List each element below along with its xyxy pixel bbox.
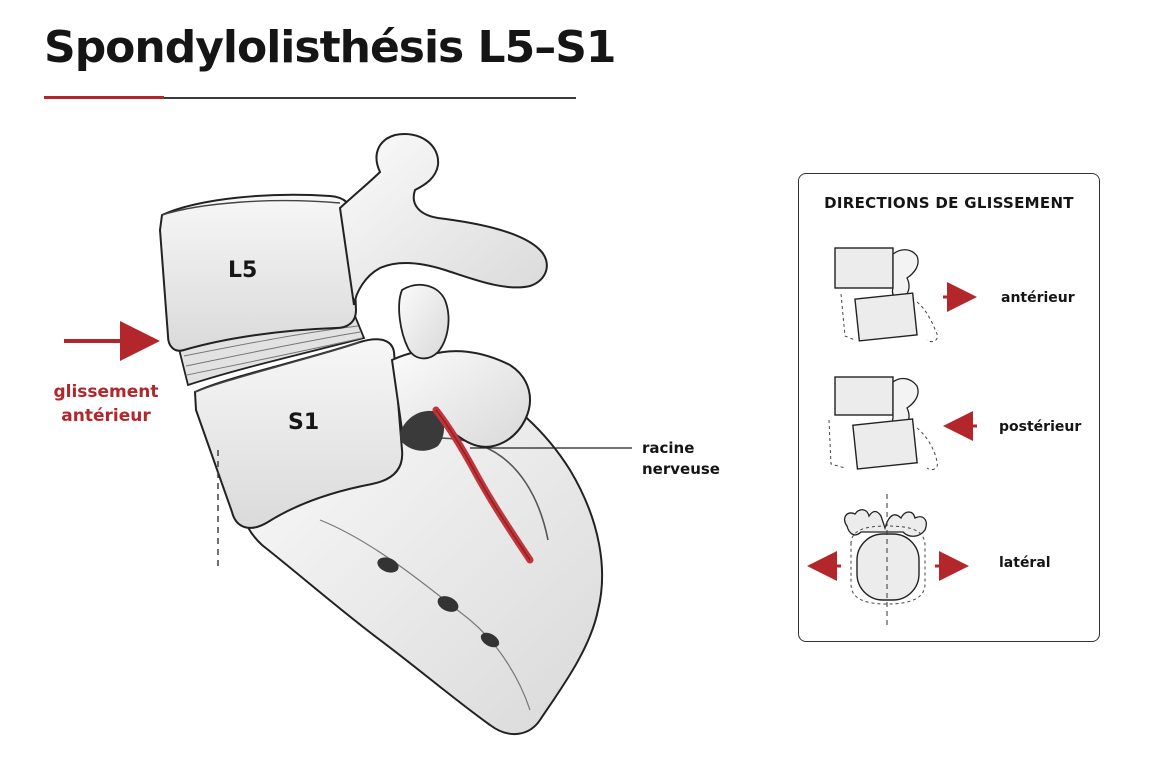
panel-diagrams [799,174,1099,640]
anterior-slip-label: glissement antérieur [46,380,166,428]
lateral-diagram [813,494,963,626]
s1-label: S1 [288,410,319,435]
direction-label-posterior: postérieur [999,419,1081,435]
l5-body [160,195,356,351]
slip-directions-panel: DIRECTIONS DE GLISSEMENT [798,173,1100,642]
direction-label-lateral: latéral [999,555,1051,571]
nerve-root-label: racine nerveuse [642,438,720,480]
anterior-slip-label-line1: glissement [46,380,166,404]
anterior-diagram [835,248,971,342]
l5-inferior-articular-process [399,285,448,359]
l5-label: L5 [228,258,257,283]
l5-posterior-elements [340,134,547,305]
direction-label-anterior: antérieur [1001,290,1075,306]
anterior-slip-label-line2: antérieur [46,404,166,428]
nerve-root-label-line1: racine [642,438,720,459]
posterior-diagram [829,377,977,470]
nerve-root-label-line2: nerveuse [642,459,720,480]
